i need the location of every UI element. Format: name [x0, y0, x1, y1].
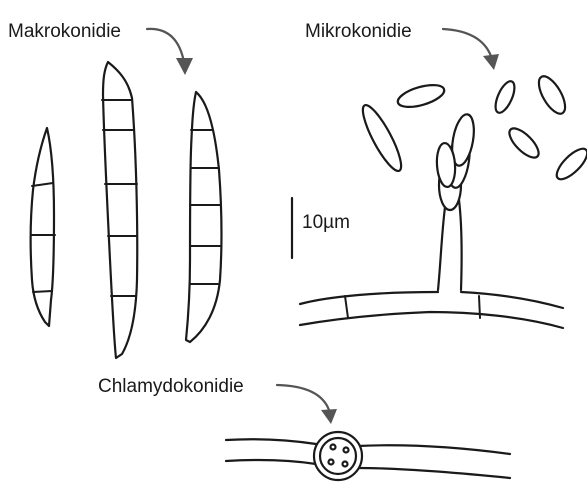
chlamydoconidium — [314, 432, 362, 480]
microconidium — [552, 144, 587, 184]
arrow-makrokonidie — [147, 29, 193, 75]
microconidium — [505, 124, 543, 162]
chlamydoconidium-hypha — [226, 432, 510, 480]
arrow-mikrokonidie — [443, 29, 499, 70]
microconidium — [357, 101, 408, 175]
label-mikrokonidie: Mikrokonidie — [305, 21, 412, 42]
microconidium — [492, 79, 519, 116]
microconidium — [395, 81, 446, 112]
label-chlamydokonidie: Chlamydokonidie — [98, 376, 244, 397]
macroconidium-middle — [102, 62, 137, 358]
hypha-upper — [300, 292, 563, 328]
label-makrokonidie: Makrokonidie — [8, 21, 121, 42]
macroconidium-left — [31, 128, 55, 326]
conidiophore — [435, 113, 477, 290]
arrow-chlamydokonidie — [277, 385, 337, 424]
scale-bar: 10µm — [292, 198, 350, 258]
microconidium — [534, 72, 571, 117]
scale-bar-label: 10µm — [302, 212, 350, 233]
macroconidium-right — [186, 92, 221, 342]
